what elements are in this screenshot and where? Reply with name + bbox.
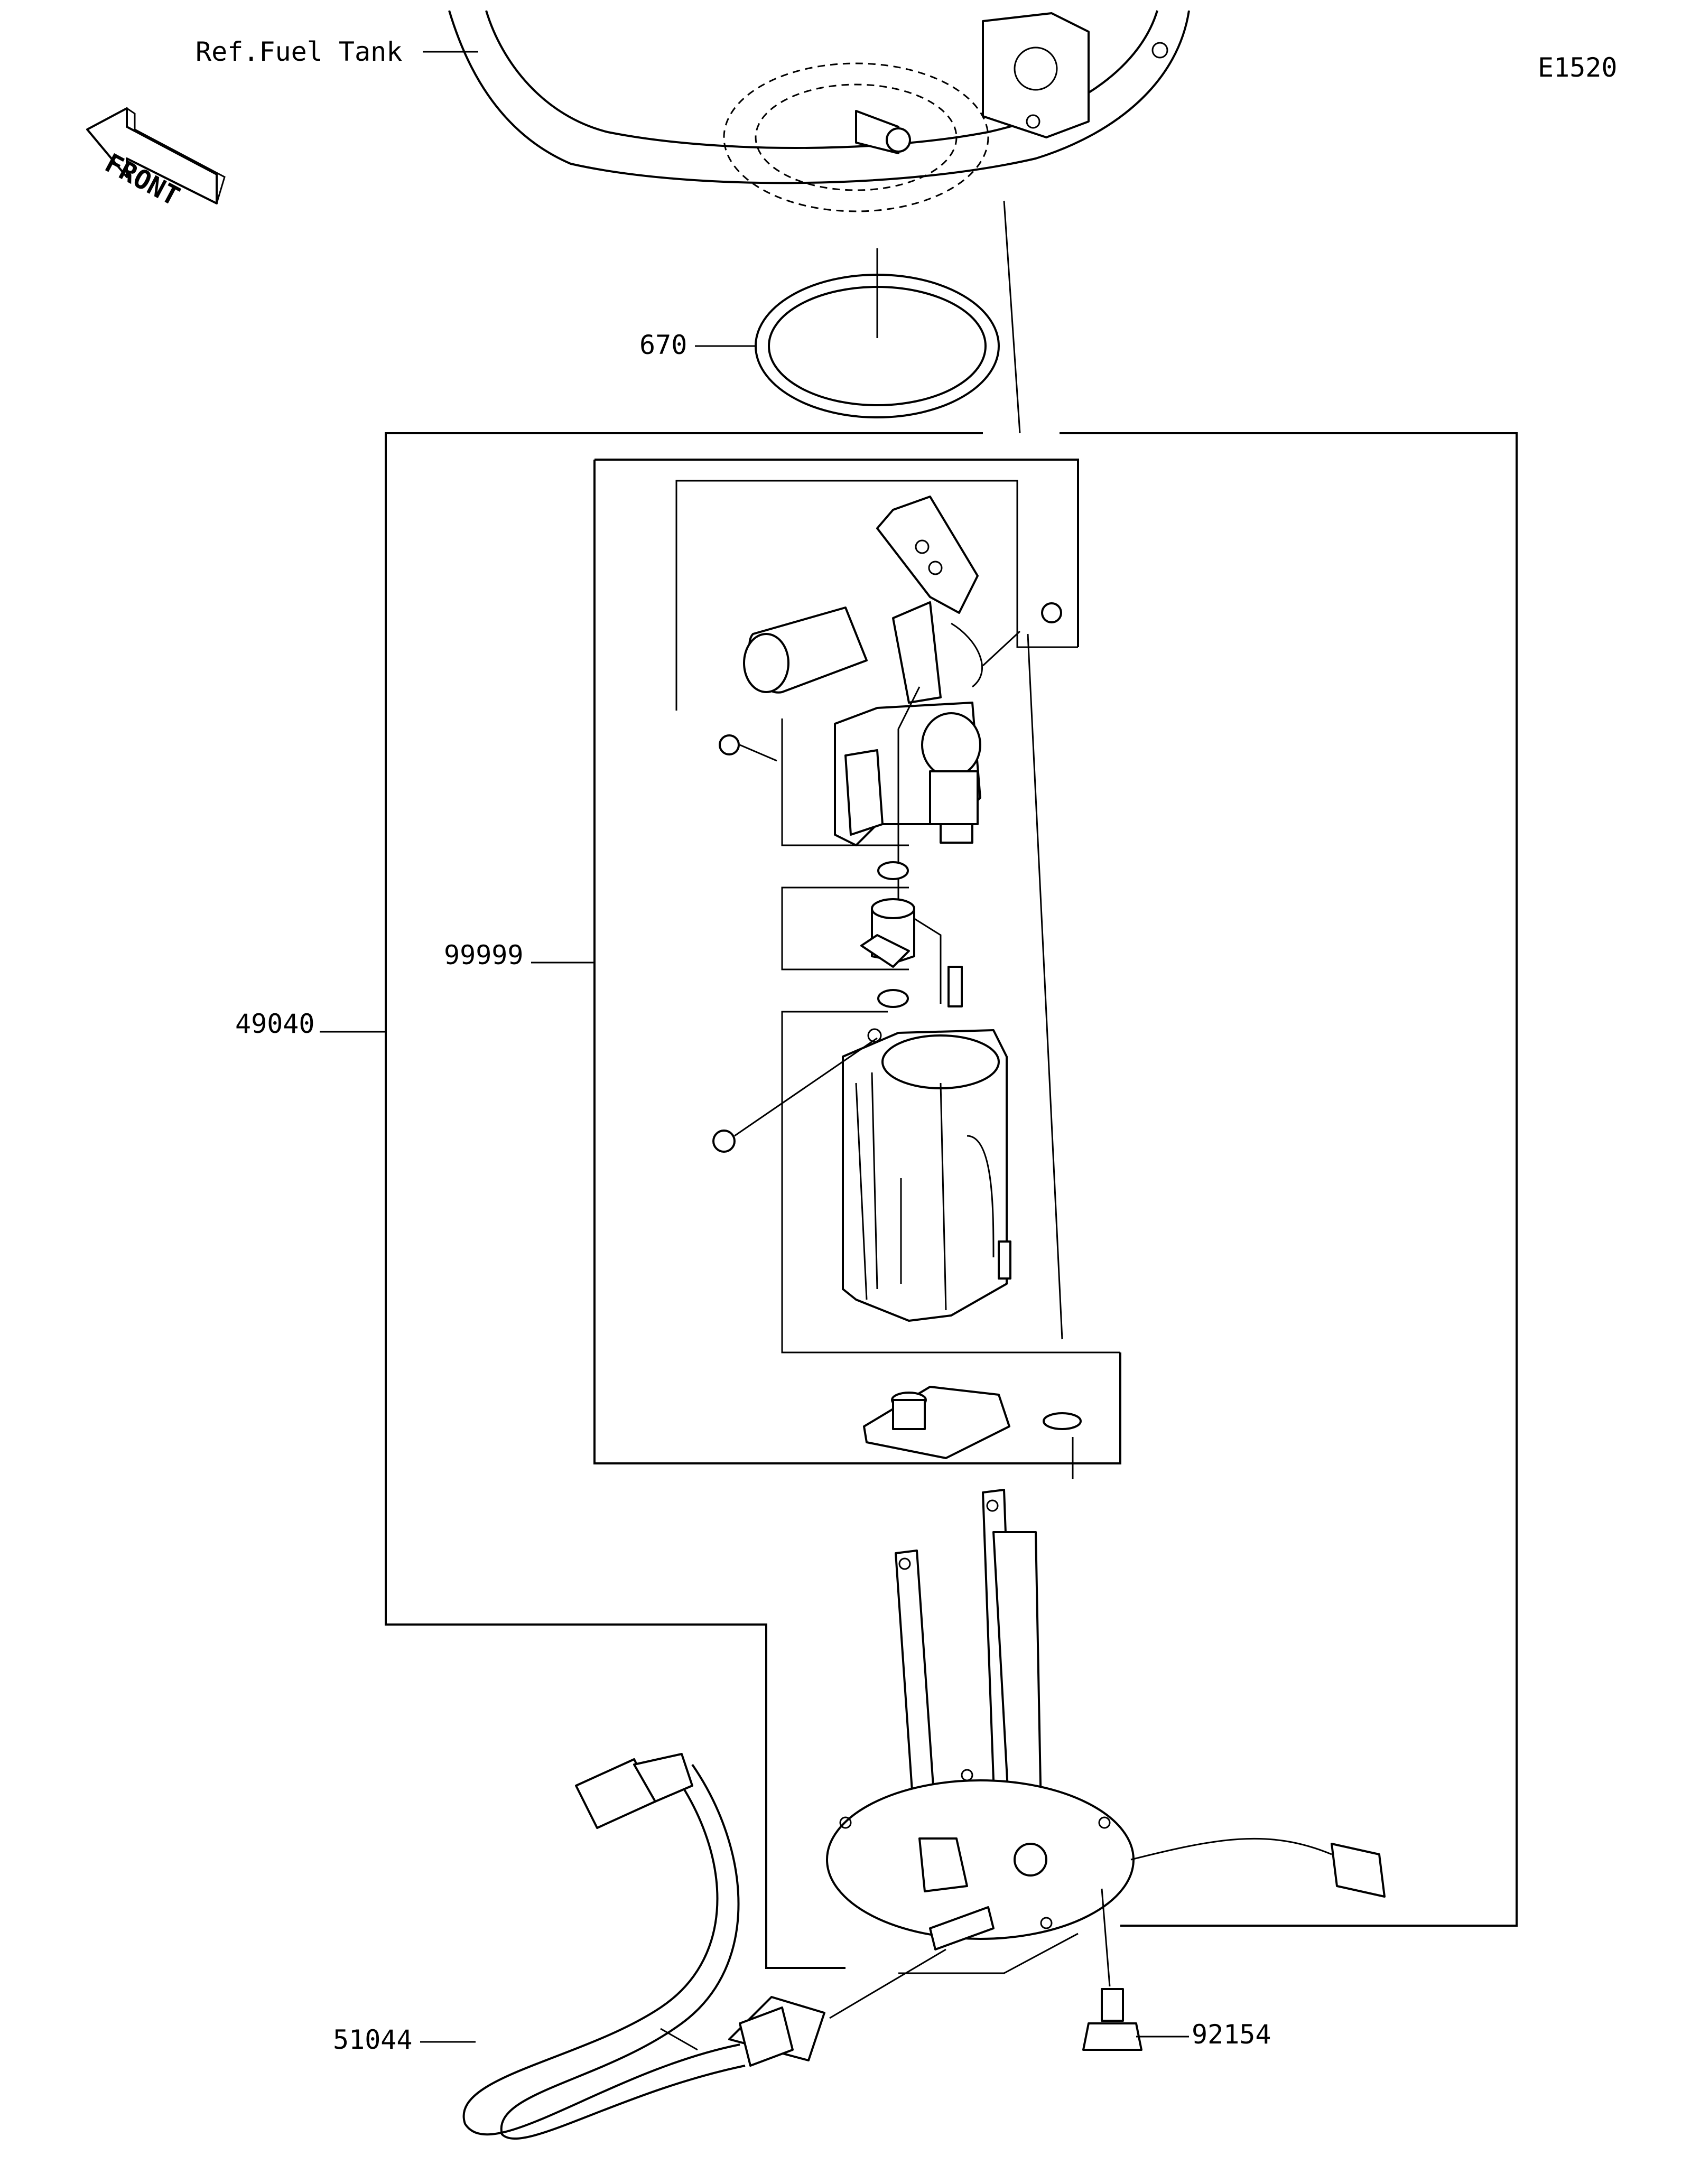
assy-bracket bbox=[385, 432, 983, 1969]
filter-strainer bbox=[863, 1386, 1010, 1459]
assy-bracket-right bbox=[1060, 432, 1518, 1927]
fuel-level-sender bbox=[743, 496, 1062, 704]
o-ring-lower bbox=[877, 989, 909, 1008]
pump-mounting-plate bbox=[826, 1769, 1386, 1950]
diagram-id: E1520 bbox=[1538, 52, 1618, 83]
sub-bracket-2 bbox=[781, 718, 909, 846]
center-line-2 bbox=[1027, 633, 1063, 1340]
callout-49040: 49040 bbox=[235, 1009, 315, 1039]
bolt-92154 bbox=[1082, 1888, 1142, 2051]
screw-left bbox=[712, 1028, 882, 1153]
callout-51044: 51044 bbox=[333, 2024, 413, 2055]
fuel-tank-outline bbox=[448, 10, 1190, 212]
pressure-regulator bbox=[860, 898, 915, 968]
sub-bracket-4 bbox=[781, 1011, 1120, 1354]
pump-bracket-rails bbox=[895, 1489, 1042, 1861]
pump-top-housing bbox=[719, 686, 981, 1007]
fuel-pump-body bbox=[842, 1029, 1011, 1322]
kit-bracket bbox=[593, 459, 1121, 1464]
callout-99999: 99999 bbox=[444, 940, 524, 970]
fuel-hose bbox=[462, 1753, 946, 2140]
sub-bracket-1 bbox=[675, 480, 1078, 711]
callout-670: 670 bbox=[639, 330, 687, 360]
callout-92154: 92154 bbox=[1192, 2019, 1271, 2050]
o-ring-upper bbox=[877, 861, 909, 880]
front-arrow-icon: FRONT bbox=[86, 107, 226, 212]
hose-bracket-leader bbox=[898, 1933, 1079, 1974]
center-line bbox=[1003, 200, 1021, 434]
sub-bracket-3 bbox=[781, 886, 909, 970]
small-o-ring bbox=[1043, 1412, 1082, 1430]
ref-fuel-tank-label: Ref.Fuel Tank bbox=[196, 36, 402, 67]
